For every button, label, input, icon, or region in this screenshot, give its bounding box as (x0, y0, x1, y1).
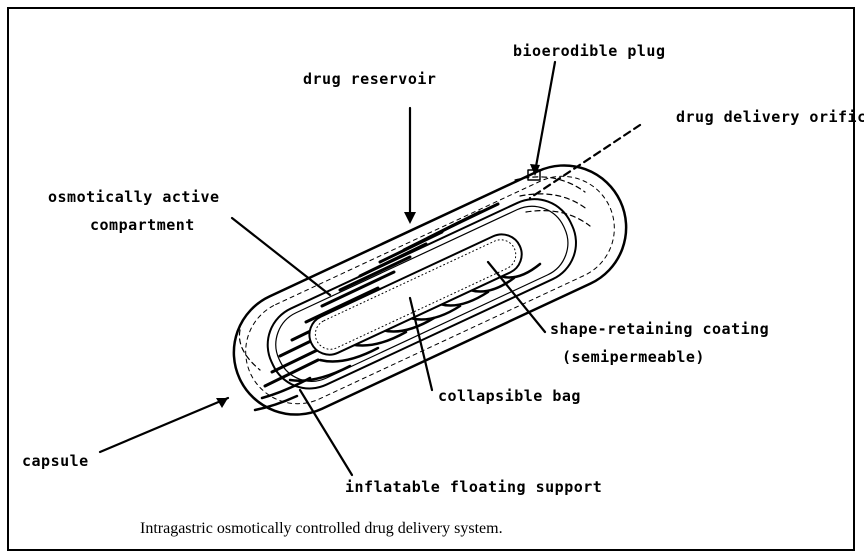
label-osmotically-active-line1: osmotically active (48, 188, 220, 206)
label-drug-delivery-orifice: drug delivery orifice (676, 108, 864, 126)
label-shape-retaining-line2: (semipermeable) (562, 348, 705, 366)
label-bioerodible-plug: bioerodible plug (513, 42, 666, 60)
figure-caption: Intragastric osmotically controlled drug… (140, 520, 503, 538)
label-capsule: capsule (22, 452, 89, 470)
label-inflatable-floating-support: inflatable floating support (345, 478, 602, 496)
label-shape-retaining-line1: shape-retaining coating (550, 320, 769, 338)
leader-lines (100, 62, 640, 475)
label-drug-reservoir: drug reservoir (303, 70, 436, 88)
label-osmotically-active-line2: compartment (90, 216, 195, 234)
label-collapsible-bag: collapsible bag (438, 387, 581, 405)
